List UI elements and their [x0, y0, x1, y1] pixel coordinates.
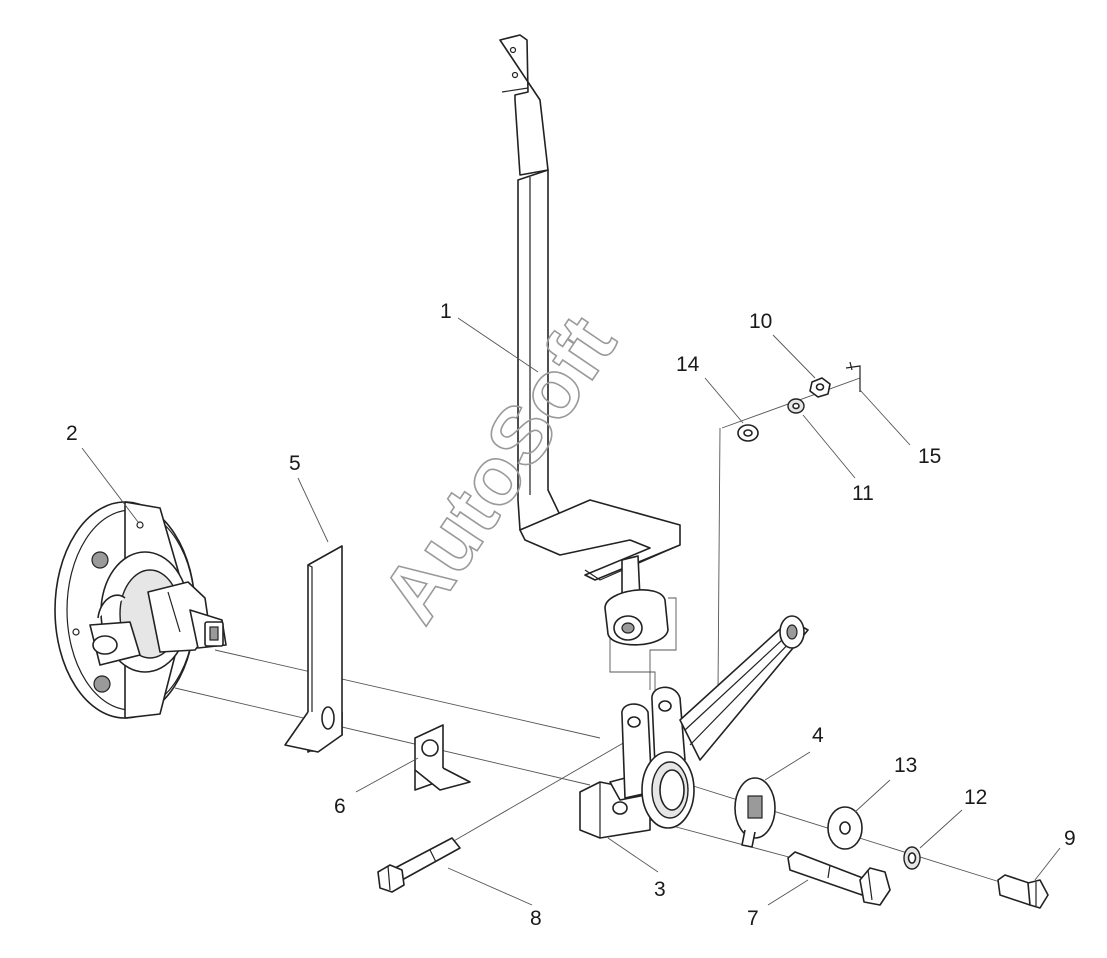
part-13-washer [827, 806, 863, 850]
watermark-text: AutoSoft [364, 300, 633, 638]
callout-11: 11 [852, 482, 874, 505]
part-10-nut [809, 377, 831, 398]
callout-5: 5 [289, 452, 301, 475]
part-6-angle-bracket [414, 724, 471, 791]
part-3-base-block [579, 615, 809, 839]
part-15-cotter-pin [845, 361, 861, 392]
callout-1: 1 [440, 300, 452, 323]
callout-9: 9 [1064, 827, 1076, 850]
leader-lines [81, 317, 1061, 906]
part-12-lock-washer [903, 846, 921, 870]
part-11-spring-washer [787, 398, 805, 414]
callout-12: 12 [964, 786, 987, 809]
watermark: AutoSoft [364, 299, 635, 638]
callout-13: 13 [894, 754, 917, 777]
callout-14: 14 [676, 353, 700, 376]
callout-3: 3 [654, 878, 666, 901]
part-2-flange-hub [54, 501, 227, 719]
part-5-bracket [284, 545, 343, 753]
callout-8: 8 [530, 907, 542, 930]
part-14-washer [737, 424, 759, 442]
part-7-bolt [787, 851, 891, 906]
callout-2: 2 [66, 422, 78, 445]
part-4-tab-washer [734, 777, 776, 848]
callout-7: 7 [747, 907, 759, 930]
callout-15: 15 [918, 445, 941, 468]
callout-10: 10 [749, 310, 772, 333]
callout-4: 4 [812, 724, 824, 747]
callout-6: 6 [334, 795, 346, 818]
callout-labels: 1 2 3 4 5 6 7 8 9 10 11 12 13 14 15 [66, 300, 1076, 930]
part-9-bolt [997, 874, 1049, 909]
part-8-bolt [377, 837, 461, 893]
part-1-lever [499, 34, 681, 646]
